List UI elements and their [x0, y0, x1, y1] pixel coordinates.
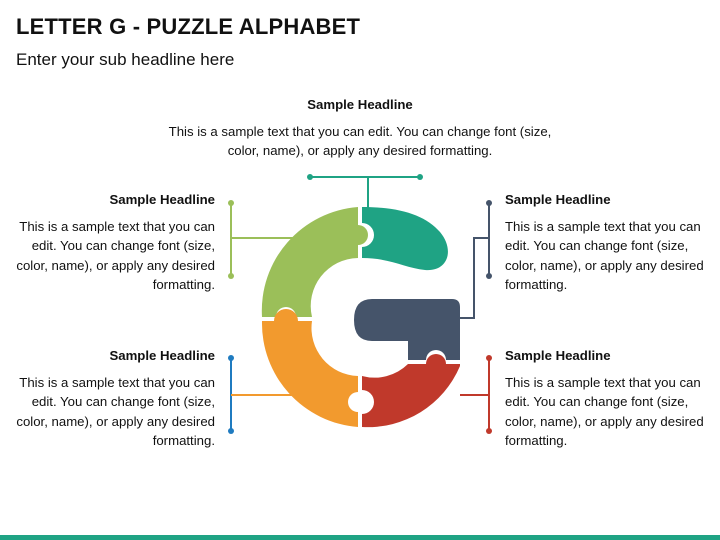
headline-top-left: Sample Headline — [109, 192, 215, 207]
body-top-left: This is a sample text that you can edit.… — [16, 218, 215, 293]
puzzle-piece-slate — [354, 299, 460, 360]
connector-bottom-left — [228, 355, 292, 434]
page-subtitle: Enter your sub headline here — [16, 50, 235, 69]
body-bottom-left: This is a sample text that you can edit.… — [16, 374, 215, 449]
body-bottom-right: This is a sample text that you can edit.… — [505, 374, 704, 449]
headline-bottom-left: Sample Headline — [109, 348, 215, 363]
text-block-top: Sample Headline This is a sample text th… — [150, 95, 570, 161]
body-top-right: This is a sample text that you can edit.… — [505, 218, 704, 293]
headline-top: Sample Headline — [307, 97, 413, 112]
puzzle-piece-green — [261, 207, 368, 317]
puzzle-piece-teal — [362, 207, 448, 271]
text-block-top-left: Sample Headline This is a sample text th… — [16, 190, 215, 295]
connector-top — [307, 174, 423, 212]
connector-bottom-right — [460, 355, 492, 434]
body-top: This is a sample text that you can edit.… — [168, 123, 552, 159]
headline-top-right: Sample Headline — [505, 192, 611, 207]
text-block-bottom-left: Sample Headline This is a sample text th… — [16, 346, 215, 451]
puzzle-piece-red — [362, 354, 460, 428]
connector-top-left — [228, 200, 294, 279]
connector-top-right — [460, 200, 492, 319]
text-block-bottom-right: Sample Headline This is a sample text th… — [505, 346, 705, 451]
footer-accent-bar — [0, 535, 720, 540]
page-title: LETTER G - PUZZLE ALPHABET — [16, 14, 361, 39]
headline-bottom-right: Sample Headline — [505, 348, 611, 363]
puzzle-piece-orange — [261, 309, 358, 427]
text-block-top-right: Sample Headline This is a sample text th… — [505, 190, 705, 295]
